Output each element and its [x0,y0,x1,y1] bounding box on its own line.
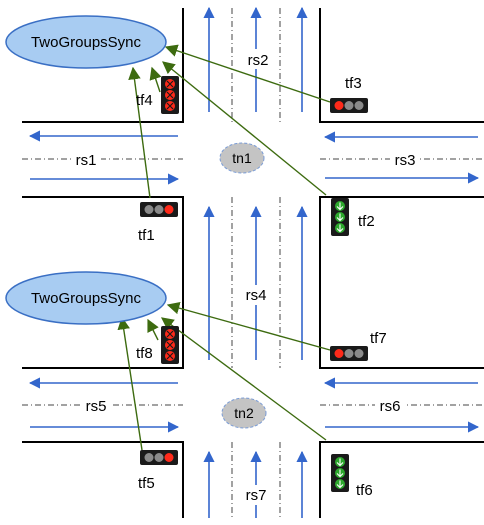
light-lamp-off [144,453,154,462]
light-lamp-red [165,79,175,89]
traffic-light-tf6[interactable]: tf6 [331,454,373,499]
road-label-rs1: rs1 [76,152,97,169]
light-lamp-red [165,101,175,111]
traffic-light-tf1[interactable]: tf1 [138,202,178,244]
node-shape [221,397,267,429]
intersection-1-curbs [22,8,484,518]
traffic-light-label: tf1 [138,227,155,244]
curb-top-left [22,8,184,123]
light-lamp-red [165,329,175,339]
road-label-rs6: rs6 [380,398,401,415]
road-label-rs4: rs4 [246,287,267,304]
traffic-light-tf5[interactable]: tf5 [138,450,178,492]
light-lamp-off [154,453,164,462]
node-shape [219,142,265,174]
light-lamp-red [334,101,344,110]
road-label-rs7: rs7 [246,487,267,504]
road-label-rs5: rs5 [86,398,107,415]
light-lamp-off [354,349,364,358]
traffic-light-label: tf7 [370,330,387,347]
light-lamp-red [334,349,344,358]
light-lamp-green [335,212,345,222]
light-lamp-green [335,223,345,233]
traffic-light-label: tf2 [358,213,375,230]
sync-group-label: TwoGroupsSync [31,290,142,307]
light-lamp-off [344,349,354,358]
road-label-rs3: rs3 [395,152,416,169]
sync-link-tf4 [149,66,162,93]
node-tn1[interactable]: tn1 [219,142,265,174]
curb-mid-right [319,196,484,369]
sync-link-tf8 [147,318,159,341]
curb-bottom-left [22,441,184,518]
sync-link-tf2 [162,61,327,196]
sync-group-2[interactable]: TwoGroupsSync [5,271,167,325]
road-label-rs2: rs2 [248,52,269,69]
light-lamp-green [335,201,345,211]
light-lamp-off [144,205,154,214]
traffic-light-tf3[interactable]: tf3 [330,75,368,113]
traffic-light-label: tf5 [138,475,155,492]
light-lamp-red [165,90,175,100]
node-label: tn1 [232,150,252,166]
sync-link-tf3 [164,44,331,103]
light-lamp-off [154,205,164,214]
light-lamp-red [164,453,174,462]
light-lamp-off [344,101,354,110]
sync-group-shape [5,271,167,325]
light-lamp-red [165,340,175,350]
curb-top-right [319,8,484,123]
sync-group-1[interactable]: TwoGroupsSync [5,15,167,69]
light-lamp-green [335,468,345,478]
sync-link-tf5 [117,316,143,451]
sync-link-tf7 [166,301,331,351]
sync-group-shape [5,15,167,69]
traffic-light-label: tf6 [356,482,373,499]
sync-link-tf6 [160,317,327,441]
traffic-light-tf2[interactable]: tf2 [331,198,375,236]
light-lamp-red [165,351,175,361]
road-segment-labels: rs2 rs1 rs3 rs4 rs5 rs6 rs7 [71,49,420,505]
traffic-light-tf7[interactable]: tf7 [330,330,387,361]
traffic-light-label: tf4 [136,92,153,109]
light-lamp-green [335,457,345,467]
traffic-light-label: tf8 [136,345,153,362]
curb-bottom-right [319,441,484,518]
light-lamp-off [354,101,364,110]
light-lamp-red [164,205,174,214]
node-tn2[interactable]: tn2 [221,397,267,429]
light-lamp-green [335,479,345,489]
traffic-light-label: tf3 [345,75,362,92]
sync-group-label: TwoGroupsSync [31,34,142,51]
traffic-light-tf4[interactable]: tf4 [136,76,179,114]
node-label: tn2 [234,405,254,421]
curb-mid-left [22,196,184,369]
sync-link-tf1 [128,66,151,199]
traffic-light-tf8[interactable]: tf8 [136,326,179,364]
sync-connections [117,44,331,451]
